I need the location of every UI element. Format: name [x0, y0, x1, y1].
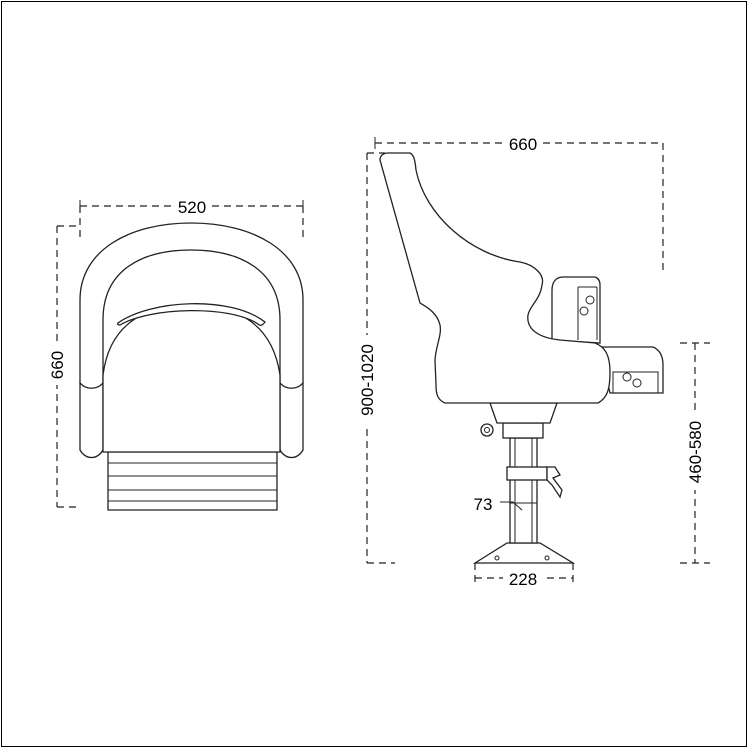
overall-height-label: 900-1020 — [358, 344, 377, 416]
pedestal-base — [472, 542, 576, 564]
armrest — [551, 276, 601, 344]
swivel-collar — [502, 422, 544, 439]
seat-cushion — [102, 304, 281, 453]
front-view-seat — [79, 222, 304, 511]
seat-shell — [379, 152, 611, 404]
right-armrest — [279, 381, 304, 459]
front-depth-label: 660 — [48, 351, 67, 379]
front-dimensions: 520 660 — [47, 196, 304, 508]
seat-cone — [489, 402, 558, 424]
side-depth-label: 660 — [509, 135, 537, 154]
column-diameter-label: 73 — [474, 495, 493, 514]
base-diameter-label: 228 — [509, 570, 537, 589]
backrest-handle — [116, 303, 266, 326]
clamp-lever — [546, 466, 563, 499]
front-pad — [599, 346, 664, 394]
left-armrest — [79, 381, 104, 459]
side-view-seat — [379, 152, 664, 564]
seat-height-label: 460-580 — [686, 421, 705, 483]
base-line — [108, 462, 277, 502]
front-width-label: 520 — [178, 198, 206, 217]
column-dim-arrow — [500, 501, 523, 511]
side-dimensions: 660 900-1020 460-580 73 228 — [357, 133, 710, 589]
pedestal-column — [509, 437, 538, 544]
height-clamp — [506, 466, 548, 481]
swivel-knob — [480, 423, 494, 437]
